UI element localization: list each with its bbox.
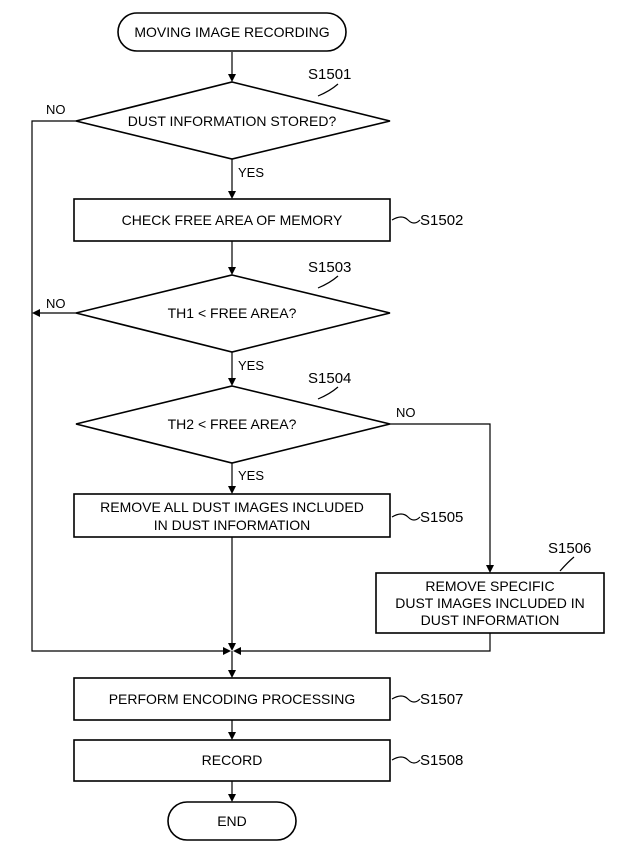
process-s1506-line-3: DUST INFORMATION: [421, 612, 560, 628]
decision-s1503-text: TH1 < FREE AREA?: [168, 305, 297, 321]
end-terminal: END: [167, 801, 297, 841]
s1501-yes-label: YES: [238, 165, 264, 180]
step-id-s1505: S1505: [420, 509, 463, 526]
step-id-s1502: S1502: [420, 212, 463, 229]
process-s1508-text: RECORD: [202, 752, 263, 768]
step-id-s1506: S1506: [548, 540, 591, 557]
process-s1505-line-2: IN DUST INFORMATION: [154, 517, 311, 533]
decision-s1503: TH1 < FREE AREA? S1503: [75, 259, 391, 353]
process-s1502-text: CHECK FREE AREA OF MEMORY: [122, 212, 343, 228]
s1504-no-label: NO: [396, 405, 416, 420]
process-s1506: REMOVE SPECIFIC DUST IMAGES INCLUDED IN …: [375, 540, 605, 634]
process-s1505: REMOVE ALL DUST IMAGES INCLUDED IN DUST …: [73, 493, 463, 538]
process-s1507-text: PERFORM ENCODING PROCESSING: [109, 691, 356, 707]
decision-s1504-text: TH2 < FREE AREA?: [168, 416, 297, 432]
process-s1502: CHECK FREE AREA OF MEMORY S1502: [73, 198, 463, 242]
s1504-yes-label: YES: [238, 468, 264, 483]
step-id-s1508: S1508: [420, 752, 463, 769]
s1501-no-label: NO: [46, 102, 66, 117]
connectors: [31, 52, 494, 802]
step-id-s1507: S1507: [420, 691, 463, 708]
process-s1506-line-2: DUST IMAGES INCLUDED IN: [395, 595, 585, 611]
decision-s1501: DUST INFORMATION STORED? S1501: [75, 66, 391, 160]
process-s1505-line-1: REMOVE ALL DUST IMAGES INCLUDED: [100, 499, 364, 515]
decision-s1501-text: DUST INFORMATION STORED?: [128, 113, 337, 129]
step-id-s1504: S1504: [308, 370, 351, 387]
process-s1508: RECORD S1508: [73, 739, 463, 782]
start-label: MOVING IMAGE RECORDING: [134, 24, 329, 40]
s1503-yes-label: YES: [238, 358, 264, 373]
process-s1507: PERFORM ENCODING PROCESSING S1507: [73, 677, 463, 721]
step-id-s1501: S1501: [308, 66, 351, 83]
start-terminal: MOVING IMAGE RECORDING: [117, 12, 347, 52]
decision-s1504: TH2 < FREE AREA? S1504: [75, 370, 391, 464]
s1503-no-label: NO: [46, 296, 66, 311]
end-label: END: [217, 813, 247, 829]
process-s1506-line-1: REMOVE SPECIFIC: [425, 578, 554, 594]
step-id-s1503: S1503: [308, 259, 351, 276]
